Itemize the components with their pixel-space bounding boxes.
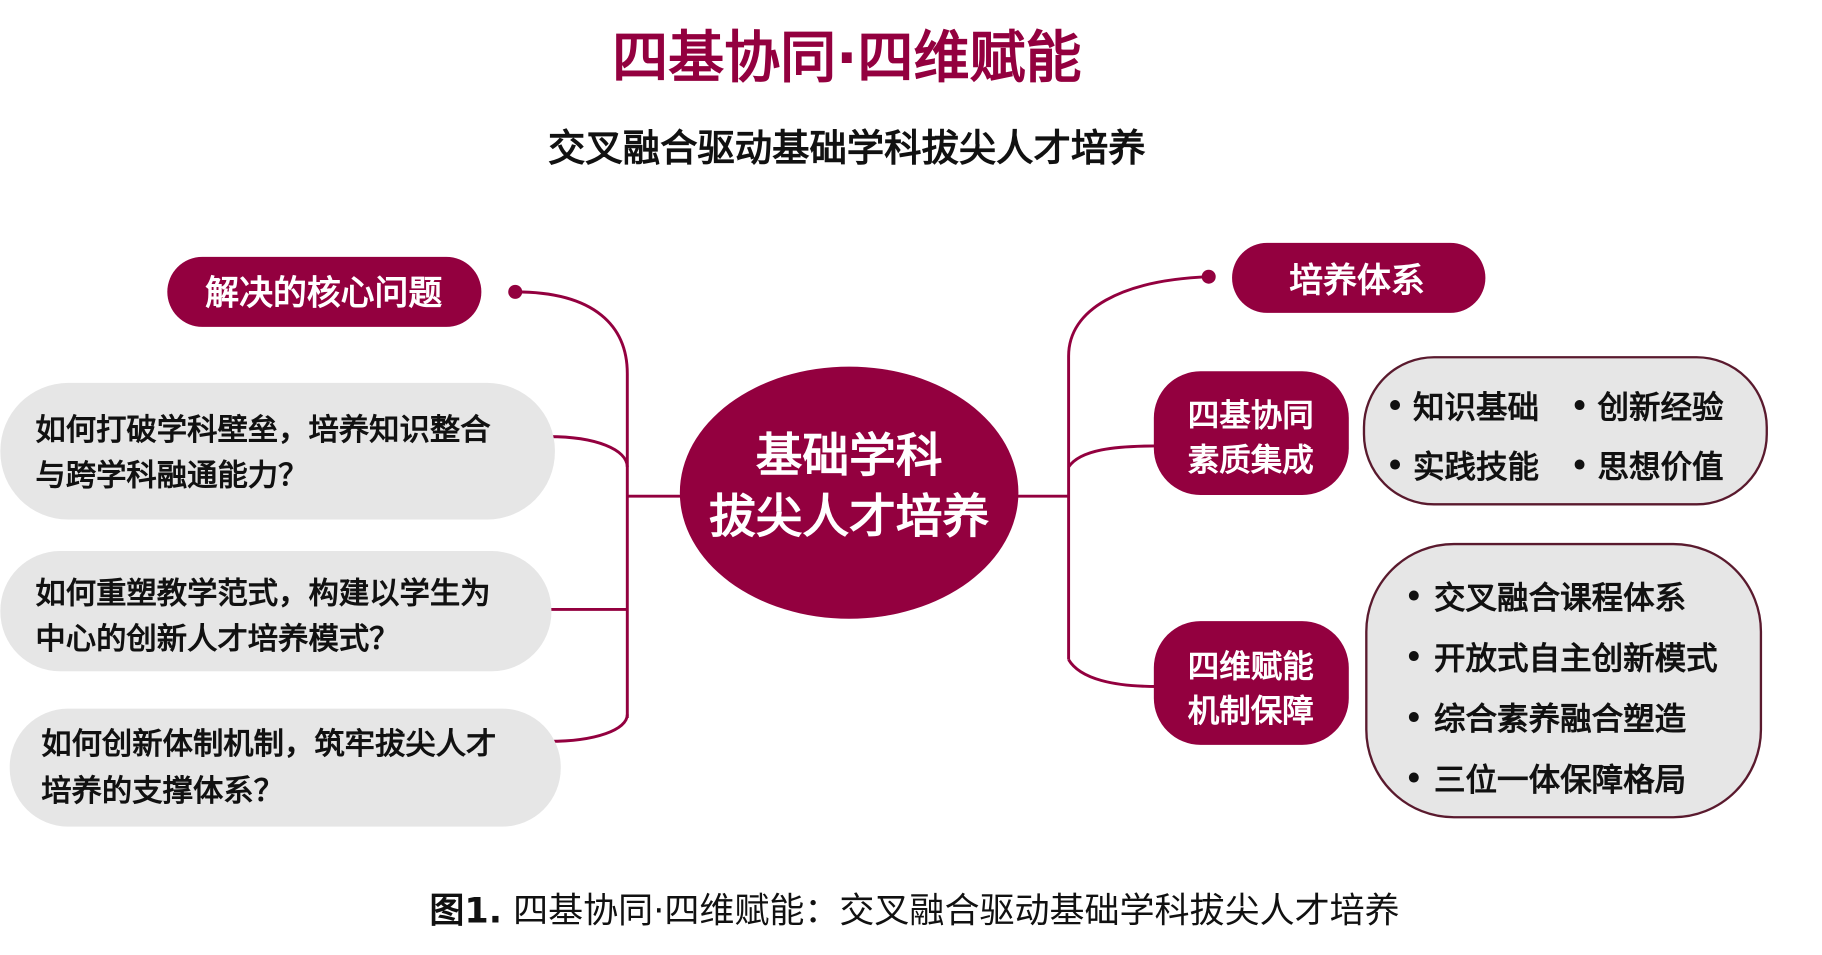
svg-text:思想价值: 思想价值 (1597, 450, 1723, 486)
left-heading-label: 解决的核心问题 (205, 274, 442, 313)
svg-text:开放式自主创新模式: 开放式自主创新模式 (1434, 641, 1718, 677)
right-heading: 培养体系 (1232, 242, 1486, 313)
svg-text:综合素养融合塑造: 综合素养融合塑造 (1434, 702, 1687, 738)
center-line2: 拔尖人才培养 (709, 490, 989, 544)
branch-item: • 开放式自主创新模式 (1405, 641, 1718, 677)
branch-item: •思想价值 (1571, 449, 1724, 485)
right-heading-label: 培养体系 (1289, 261, 1424, 300)
branch-label: 素质集成 (1188, 442, 1314, 478)
left-heading: 解决的核心问题 (167, 256, 482, 327)
question-line: 如何创新体制机制，筑牢拔尖人才 (41, 726, 496, 762)
svg-text:•: • (1571, 390, 1589, 423)
branch-1: 四基协同 素质集成 •知识基础 •创新经验 •实践技能 •思想价值 (1153, 356, 1768, 506)
svg-text:•: • (1405, 580, 1423, 613)
question-2: 如何重塑教学范式，构建以学生为 中心的创新人才培养模式？ (0, 551, 552, 672)
caption-label: 图1. (429, 890, 502, 931)
branch-item: • 综合素养融合塑造 (1405, 701, 1687, 737)
figure-caption: 图1. 四基协同·四维赋能：交叉融合驱动基础学科拔尖人才培养 (429, 890, 1399, 931)
connector-dot (1201, 269, 1216, 284)
branch-label: 四基协同 (1188, 398, 1314, 434)
svg-text:•: • (1405, 701, 1423, 734)
question-line: 如何打破学科壁垒，培养知识整合 (35, 412, 491, 448)
branch-item: • 三位一体保障格局 (1405, 761, 1686, 798)
page-subtitle: 交叉融合驱动基础学科拔尖人才培养 (548, 126, 1146, 170)
branch-item: • 实践技能 (1386, 449, 1539, 485)
connectors (515, 275, 1209, 743)
svg-text:创新经验: 创新经验 (1596, 389, 1724, 426)
branch-item: •创新经验 (1571, 389, 1724, 426)
question-1: 如何打破学科壁垒，培养知识整合 与跨学科融通能力？ (0, 382, 555, 520)
svg-text:交叉融合课程体系: 交叉融合课程体系 (1434, 579, 1686, 616)
branch-label: 机制保障 (1188, 693, 1314, 730)
page-title: 四基协同·四维赋能 (612, 26, 1081, 91)
svg-text:•: • (1405, 641, 1423, 674)
svg-text:•: • (1405, 762, 1423, 795)
svg-text:三位一体保障格局: 三位一体保障格局 (1434, 761, 1686, 798)
svg-text:•: • (1571, 449, 1589, 482)
svg-text:•: • (1386, 390, 1404, 423)
question-line: 培养的支撑体系？ (41, 773, 284, 809)
connector-dot (508, 284, 523, 299)
question-line: 与跨学科融通能力？ (35, 458, 308, 494)
svg-text:•: • (1386, 449, 1404, 482)
branch-label: 四维赋能 (1188, 649, 1314, 685)
question-3: 如何创新体制机制，筑牢拔尖人才 培养的支撑体系？ (9, 708, 561, 827)
question-line: 如何重塑教学范式，构建以学生为 (35, 576, 490, 612)
svg-text:知识基础: 知识基础 (1413, 390, 1539, 426)
branch-item: • 知识基础 (1386, 390, 1539, 426)
svg-text:实践技能: 实践技能 (1413, 450, 1539, 486)
branch-item: • 交叉融合课程体系 (1405, 579, 1686, 616)
center-node: 基础学科 拔尖人才培养 (679, 366, 1019, 619)
question-line: 中心的创新人才培养模式？ (35, 621, 399, 657)
branch-2: 四维赋能 机制保障 • 交叉融合课程体系 • 开放式自主创新模式 • 综合素养融合塑造… (1153, 542, 1763, 819)
caption-text: 四基协同·四维赋能：交叉融合驱动基础学科拔尖人才培养 (502, 890, 1400, 931)
center-line1: 基础学科 (756, 430, 943, 484)
